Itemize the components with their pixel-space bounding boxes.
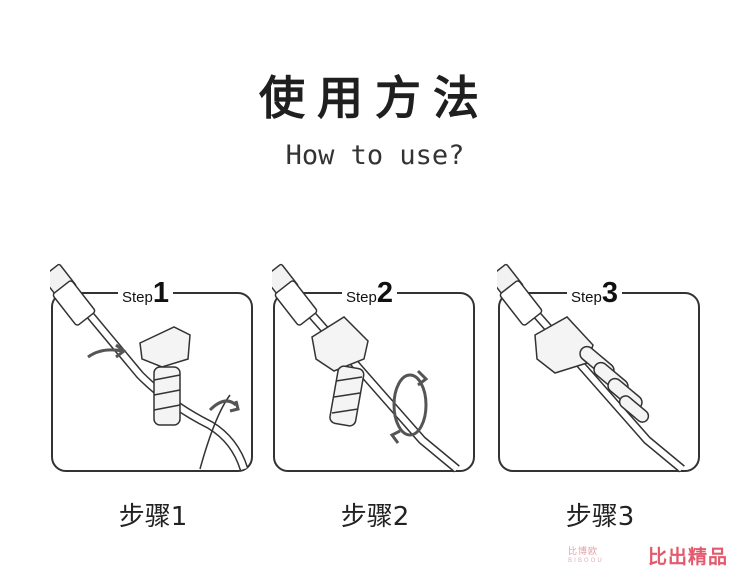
step-3-caption: 步骤3 xyxy=(497,496,703,533)
step-1-caption: 步骤1 xyxy=(50,496,256,533)
cable-protector-wrapped-icon xyxy=(535,317,651,425)
page-subtitle: How to use? xyxy=(0,140,750,171)
cable-protector-icon xyxy=(312,317,368,427)
brand-script: 比博欧 xyxy=(568,544,598,557)
step-1-panel: Step1 xyxy=(50,255,256,475)
brand-name: 比出精品 xyxy=(648,542,728,569)
lightning-connector-icon xyxy=(497,264,543,326)
lightning-connector-icon xyxy=(272,264,318,326)
brand-latin: BIBOOU xyxy=(568,557,604,564)
step-3-label: Step3 xyxy=(567,277,622,310)
page-title: 使用方法 xyxy=(0,62,750,128)
lightning-connector-icon xyxy=(50,264,96,326)
step-3-panel: Step3 xyxy=(497,255,703,475)
step-1-label: Step1 xyxy=(118,277,173,310)
brand-watermark: 比博欧 BIBOOU 比出精品 xyxy=(568,541,728,571)
step-2-caption: 步骤2 xyxy=(272,496,478,533)
step-2-panel: Step2 xyxy=(272,255,478,475)
step-2-label: Step2 xyxy=(342,277,397,310)
